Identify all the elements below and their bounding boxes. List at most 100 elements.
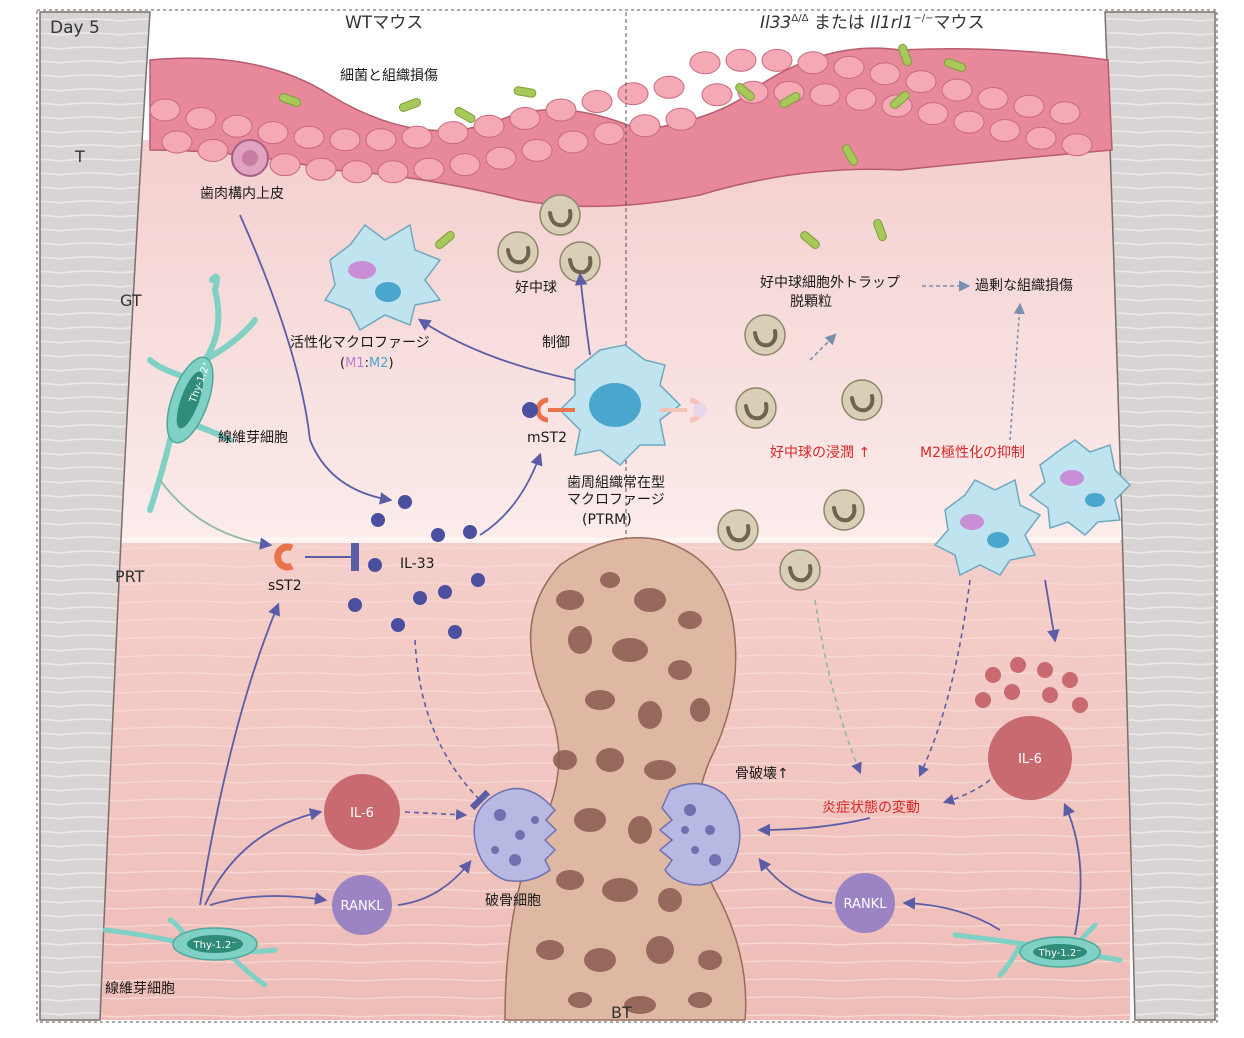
epithelial-cell	[305, 157, 337, 181]
il33-molecule	[463, 525, 477, 539]
sst2-label: sST2	[268, 578, 302, 594]
il6-left	[324, 774, 400, 850]
epithelial-cell	[629, 114, 661, 138]
epithelial-cell	[1025, 126, 1057, 150]
m1-nucleus	[348, 261, 376, 279]
neutrophils-right	[717, 314, 883, 591]
ptrm-label-line1: 歯周組織常在型	[567, 475, 665, 491]
bone-pores	[536, 572, 722, 1014]
il6-right-label: IL-6	[1018, 752, 1042, 767]
bacterium	[435, 231, 455, 249]
rankl-right-label: RANKL	[844, 897, 888, 912]
arrow-neutrophil-to-inflammation	[814, 599, 862, 775]
right-macrophage-2-m1	[1060, 470, 1084, 486]
bone-pore	[585, 690, 615, 710]
epithelial-cell	[449, 153, 481, 177]
il33-molecule	[431, 528, 445, 542]
neutrophil	[744, 314, 786, 356]
bacterium	[898, 43, 912, 67]
neutrophil	[779, 549, 821, 591]
arrow-epithelium-to-il33	[239, 214, 393, 505]
epithelial-cell	[521, 138, 553, 162]
neutrophils-left	[497, 194, 601, 283]
epithelial-cell	[401, 125, 433, 149]
il6-molecule	[1004, 684, 1020, 700]
net-label-line2: 脱顆粒	[790, 294, 832, 310]
ptrm-label-line3: (PTRM)	[582, 512, 632, 528]
bone-pore	[602, 878, 638, 902]
sst2-receptor	[274, 543, 294, 571]
epithelial-cell	[953, 110, 985, 134]
epithelial-cell	[989, 119, 1021, 143]
arrow-prt-fibroblast-to-sst2	[199, 602, 280, 906]
control-label: 制御	[542, 335, 570, 351]
epithelial-cell	[977, 87, 1009, 111]
arrow-fibroblast-to-il6-right	[1063, 802, 1082, 936]
bone-pore	[556, 590, 584, 610]
neutrophil	[735, 387, 777, 429]
bone-pore	[612, 638, 648, 662]
osteoclast-nucleus	[691, 846, 699, 854]
bone-pore	[646, 936, 674, 964]
il6-molecule	[1037, 662, 1053, 678]
neutrophil	[717, 509, 759, 551]
net-label-line1: 好中球細胞外トラップ	[760, 275, 900, 291]
m2-nucleus	[375, 282, 401, 302]
bone-pore	[600, 572, 620, 588]
epithelial-cell	[197, 138, 229, 162]
gt-thy-capsule	[176, 371, 204, 429]
epithelial-cell	[161, 130, 193, 154]
bone-pore	[596, 748, 624, 772]
osteoclast-nucleus	[709, 854, 721, 866]
neutrophil	[497, 231, 539, 273]
right-macrophage-1	[933, 478, 1042, 577]
junctional-epithelium-label: 歯肉構内上皮	[200, 186, 284, 202]
il33-molecule	[398, 495, 412, 509]
epithelial-cell	[761, 48, 793, 72]
il33-molecule	[368, 558, 382, 572]
prt-thy-capsule-right	[1033, 944, 1087, 960]
osteoclast-nucleus	[494, 809, 506, 821]
il33-molecule	[391, 618, 405, 632]
epithelial-cell	[665, 107, 697, 131]
epithelial-cell	[293, 125, 325, 149]
epithelial-cell	[917, 102, 949, 126]
bacterium	[398, 98, 422, 112]
arrow-m2-to-damage	[1009, 302, 1025, 441]
neutrophil-nucleus	[753, 329, 778, 348]
epithelial-cell	[1013, 94, 1045, 118]
il33-molecule	[413, 591, 427, 605]
arrow-fibroblast-to-rankl	[209, 892, 328, 906]
knockout-mouse-title: Il33Δ/Δ または Il1rl1−/−マウス	[760, 13, 984, 33]
bone-destruction-label: 骨破壊↑	[735, 766, 789, 782]
epithelial-cell	[725, 48, 757, 72]
activated-macrophage-label: 活性化マクロファージ	[290, 335, 430, 351]
osteoclast-nucleus	[684, 804, 696, 816]
right-macrophage-2	[1028, 439, 1132, 536]
excess-damage-label: 過剰な組織損傷	[975, 278, 1073, 294]
inflammation-change-label: 炎症状態の変動	[822, 799, 920, 816]
osteoclast-right	[658, 782, 741, 886]
faded-il33	[693, 403, 707, 417]
il6-molecule	[1042, 687, 1058, 703]
prt-thy-capsule-left	[187, 935, 243, 953]
bone-pore	[658, 888, 682, 912]
ptrm-label-line2: マクロファージ	[567, 492, 665, 508]
il33-molecule	[438, 585, 452, 599]
rankl-left	[332, 875, 392, 935]
bacterium	[800, 231, 820, 249]
junctional-epithelium-nucleus	[242, 150, 258, 166]
il33-molecule	[371, 513, 385, 527]
epithelial-cell	[905, 70, 937, 94]
bacterium	[513, 86, 537, 98]
il33-molecule	[348, 598, 362, 612]
epithelial-cell	[617, 82, 649, 106]
arrow-fibroblast-to-il6	[204, 808, 323, 906]
bone-pore	[668, 660, 692, 680]
arrow-fibroblast-to-rankl-right	[902, 897, 1001, 931]
il6-molecule	[1072, 697, 1088, 713]
neutrophil-nucleus	[568, 256, 593, 275]
m2-suppression-label: M2極性化の抑制	[920, 445, 1025, 461]
